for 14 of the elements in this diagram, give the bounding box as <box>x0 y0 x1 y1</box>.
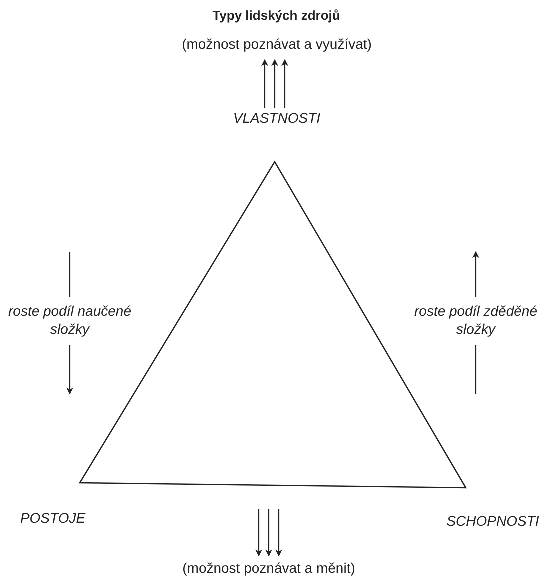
arrow <box>262 59 268 108</box>
arrow <box>266 509 272 557</box>
diagram-title: Typy lidských zdrojů <box>212 8 340 23</box>
annotation-text: roste podíl naučené složky <box>8 303 132 337</box>
node-label: (možnost poznávat a využívat) <box>167 36 387 54</box>
arrow <box>282 59 288 108</box>
node-label: POSTOJE <box>8 510 98 528</box>
node-label: SCHOPNOSTI <box>434 513 552 531</box>
node-label: (možnost poznávat a měnit) <box>166 560 372 578</box>
arrow <box>256 509 262 557</box>
arrow <box>276 509 282 557</box>
arrow <box>272 59 278 108</box>
annotation-text: roste podíl zděděné složky <box>414 303 538 337</box>
node-label: VLASTNOSTI <box>222 110 332 128</box>
